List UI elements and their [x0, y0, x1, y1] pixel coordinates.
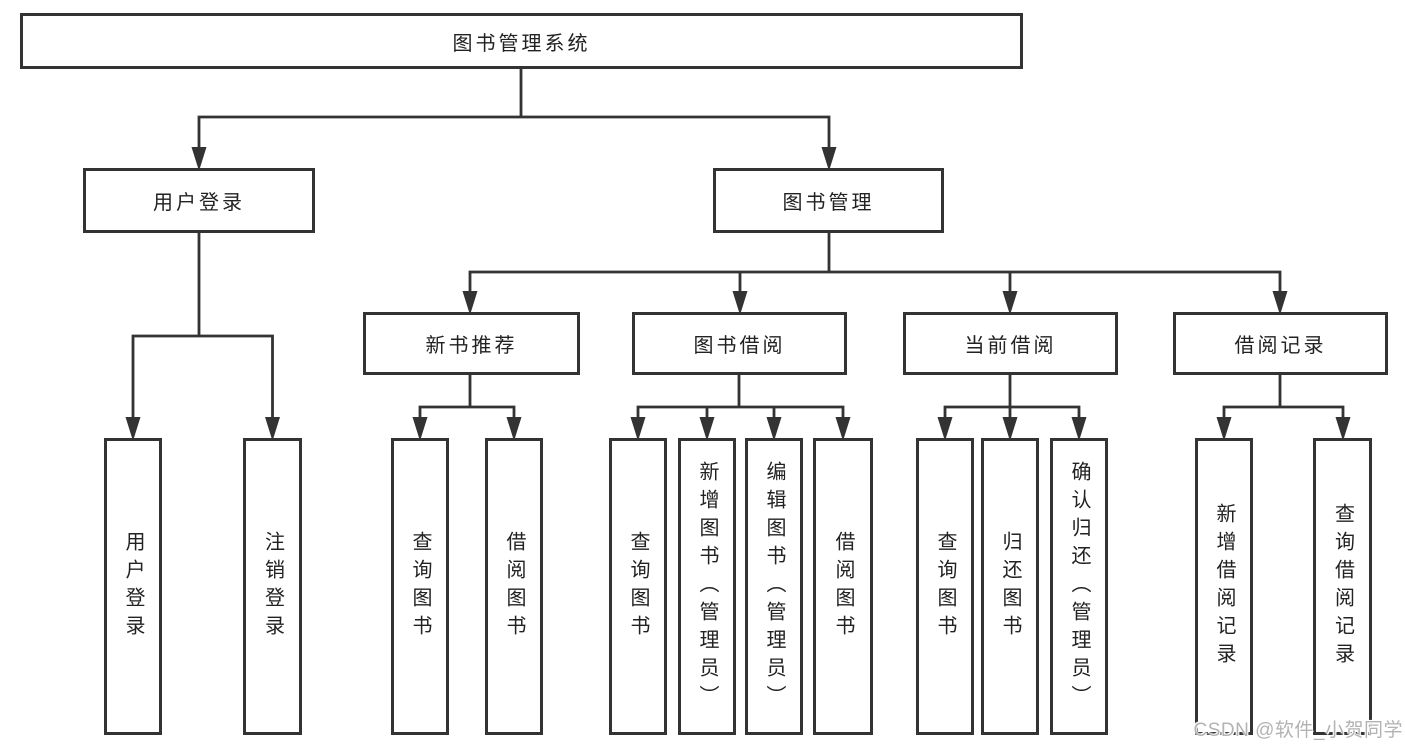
leaf-newbook-query-books: 查询图书 [391, 438, 449, 735]
arrow-down-icon [1002, 291, 1018, 315]
leaf-records-add-record: 新增借阅记录 [1195, 438, 1253, 735]
node-user-login: 用户登录 [83, 168, 315, 233]
arrow-down-icon [506, 417, 522, 441]
arrow-down-icon [766, 417, 782, 441]
leaf-logout: 注销登录 [243, 438, 302, 735]
arrow-down-icon [1335, 417, 1351, 441]
leaf-borrow-query-books: 查询图书 [609, 438, 667, 735]
connector-root-to-level2 [131, 69, 1345, 420]
arrow-down-icon [630, 417, 646, 441]
arrow-down-icon [835, 417, 851, 441]
node-current-borrow: 当前借阅 [903, 312, 1118, 375]
node-book-borrow: 图书借阅 [632, 312, 847, 375]
arrow-down-icon [125, 417, 141, 441]
leaf-current-query-books: 查询图书 [916, 438, 974, 735]
leaf-current-confirm-return-admin: 确认归还（管理员） [1050, 438, 1108, 735]
connector-records-group [1222, 375, 1345, 420]
arrow-down-icon [265, 417, 280, 441]
arrow-down-icon [412, 417, 428, 441]
arrow-down-icon [821, 147, 837, 171]
arrow-down-icon [1272, 291, 1288, 315]
connector-bookborrow-group [636, 375, 845, 420]
node-borrow-records: 借阅记录 [1173, 312, 1388, 375]
node-new-book-recommend: 新书推荐 [363, 312, 580, 375]
arrow-down-icon [699, 417, 715, 441]
arrow-down-icon [732, 291, 748, 315]
connector-user-login-group [131, 233, 274, 420]
arrow-down-icon [1071, 417, 1087, 441]
leaf-borrow-add-books-admin: 新增图书（管理员） [678, 438, 736, 735]
arrowheads [125, 147, 1351, 441]
leaf-records-query-record: 查询借阅记录 [1313, 438, 1372, 735]
connector-newbook-group [418, 375, 516, 420]
node-library-system: 图书管理系统 [20, 13, 1023, 69]
node-book-management: 图书管理 [713, 168, 944, 233]
leaf-current-return-books: 归还图书 [981, 438, 1039, 735]
connector-currentborrow-group [943, 375, 1081, 420]
leaf-newbook-borrow-books: 借阅图书 [485, 438, 543, 735]
arrow-down-icon [1002, 417, 1018, 441]
connector-book-mgmt-group [468, 233, 1282, 293]
arrow-down-icon [1216, 417, 1232, 441]
leaf-borrow-borrow-books: 借阅图书 [813, 438, 873, 735]
arrow-down-icon [937, 417, 953, 441]
arrow-down-icon [191, 147, 207, 171]
leaf-borrow-edit-books-admin: 编辑图书（管理员） [745, 438, 803, 735]
watermark: CSDN @软件_小贺同学 [1193, 720, 1403, 741]
connector-root [197, 69, 831, 150]
leaf-user-login: 用户登录 [104, 438, 162, 735]
arrow-down-icon [462, 291, 478, 315]
